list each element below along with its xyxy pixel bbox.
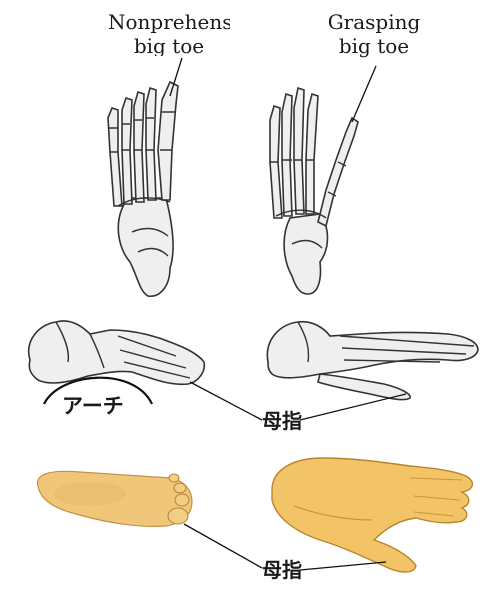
grasping-line2: big toe	[316, 36, 432, 56]
leader-grasping	[352, 66, 376, 122]
ape-foot-sole	[272, 458, 472, 572]
grasping-line1: Grasping	[316, 12, 432, 32]
human-foot-sole	[38, 471, 192, 526]
human-foot-skeleton-side	[29, 321, 205, 384]
leader-big-toe-bottom-human	[184, 524, 262, 568]
big-toe-label-bottom: 母指	[262, 560, 302, 580]
nonprehensile-big-toe-label: Nonprehens big toe	[108, 12, 230, 56]
ape-foot-skeleton-dorsal	[270, 88, 358, 294]
nonprehensile-line2: big toe	[108, 36, 230, 56]
ape-foot-skeleton-side	[267, 322, 478, 400]
big-toe-label-side: 母指	[262, 411, 302, 431]
nonprehensile-line1: Nonprehens	[108, 12, 230, 32]
leader-big-toe-side-ape	[300, 394, 406, 420]
leader-big-toe-bottom-ape	[300, 562, 386, 570]
grasping-big-toe-label: Grasping big toe	[316, 12, 432, 56]
leader-big-toe-side-human	[190, 382, 262, 420]
arch-label: アーチ	[62, 396, 124, 417]
human-foot-skeleton-dorsal	[108, 82, 178, 296]
